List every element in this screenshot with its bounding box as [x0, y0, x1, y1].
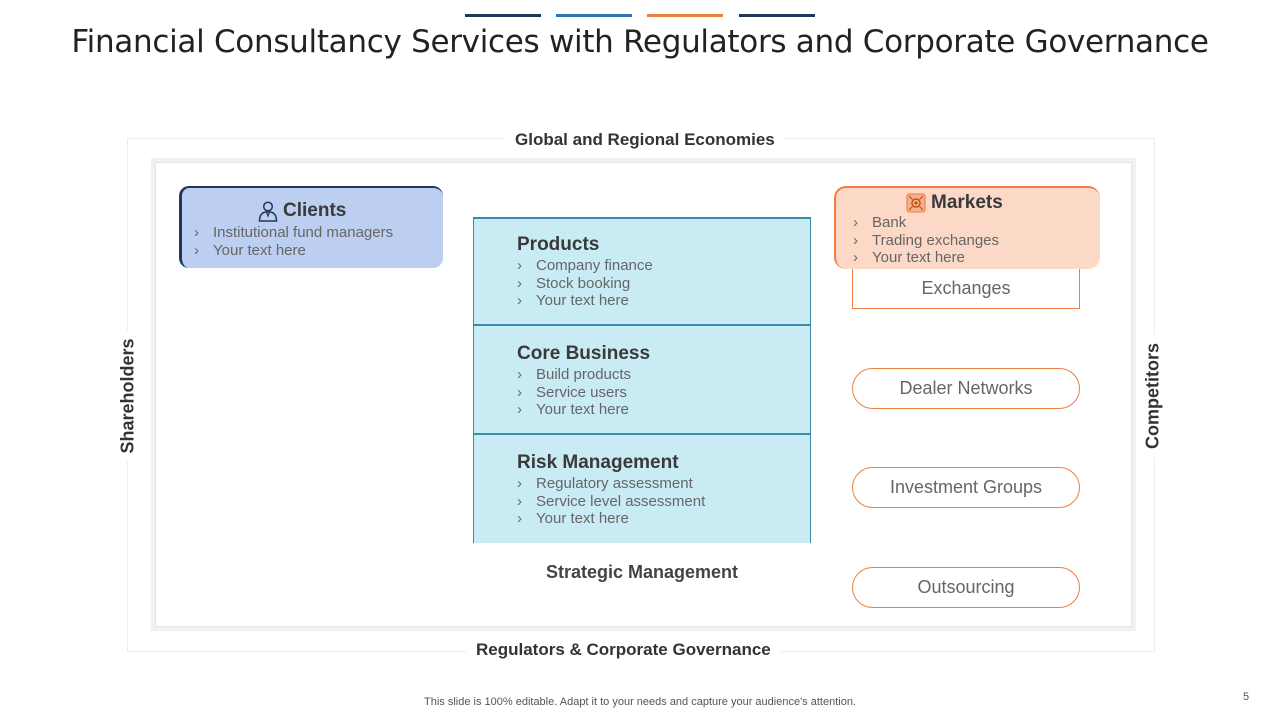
clients-box: Clients Institutional fund managers Your…: [179, 186, 443, 268]
markets-header: Markets: [906, 192, 1003, 214]
page-number: 5: [1243, 691, 1250, 703]
markets-list: Bank Trading exchanges Your text here: [853, 214, 999, 267]
core-business-list: Build products Service users Your text h…: [517, 366, 631, 419]
clients-title: Clients: [283, 200, 347, 221]
core-business-box: Core Business Build products Service use…: [473, 324, 811, 434]
person-icon: [258, 201, 278, 222]
risk-management-title: Risk Management: [517, 452, 679, 473]
pill-dealer-networks: Dealer Networks: [852, 368, 1080, 409]
accent-bar-2: [556, 14, 632, 17]
list-item: Bank: [853, 214, 999, 232]
list-item: Your text here: [853, 249, 999, 267]
label-left: Shareholders: [117, 330, 139, 462]
clients-list: Institutional fund managers Your text he…: [194, 224, 393, 259]
list-item: Your text here: [194, 242, 393, 260]
core-business-title: Core Business: [517, 343, 651, 364]
accent-bar-1: [465, 14, 541, 17]
markets-title: Markets: [931, 192, 1003, 213]
label-bottom: Regulators & Corporate Governance: [466, 640, 781, 660]
pill-outsourcing: Outsourcing: [852, 567, 1080, 608]
list-item: Your text here: [517, 292, 653, 310]
pill-exchanges: Exchanges: [852, 268, 1080, 309]
list-item: Service level assessment: [517, 493, 705, 511]
list-item: Your text here: [517, 510, 705, 528]
products-list: Company finance Stock booking Your text …: [517, 257, 653, 310]
products-box: Products Company finance Stock booking Y…: [473, 217, 811, 325]
clients-header: Clients: [257, 200, 346, 222]
pill-investment-groups: Investment Groups: [852, 467, 1080, 508]
risk-management-list: Regulatory assessment Service level asse…: [517, 475, 705, 528]
list-item: Service users: [517, 384, 631, 402]
label-right: Competitors: [1142, 334, 1164, 458]
list-item: Stock booking: [517, 275, 653, 293]
list-item: Institutional fund managers: [194, 224, 393, 242]
list-item: Trading exchanges: [853, 232, 999, 250]
list-item: Company finance: [517, 257, 653, 275]
footer-note: This slide is 100% editable. Adapt it to…: [424, 696, 856, 708]
accent-bar-3: [647, 14, 723, 17]
strategic-management-label: Strategic Management: [545, 562, 739, 582]
list-item: Build products: [517, 366, 631, 384]
risk-management-box: Risk Management Regulatory assessment Se…: [473, 433, 811, 543]
list-item: Regulatory assessment: [517, 475, 705, 493]
page-title: Financial Consultancy Services with Regu…: [71, 24, 1209, 60]
list-item: Your text here: [517, 401, 631, 419]
network-icon: [906, 193, 926, 213]
markets-box: Markets Bank Trading exchanges Your text…: [834, 186, 1100, 269]
products-title: Products: [517, 234, 600, 255]
label-top: Global and Regional Economies: [505, 130, 785, 150]
accent-bar-4: [739, 14, 815, 17]
